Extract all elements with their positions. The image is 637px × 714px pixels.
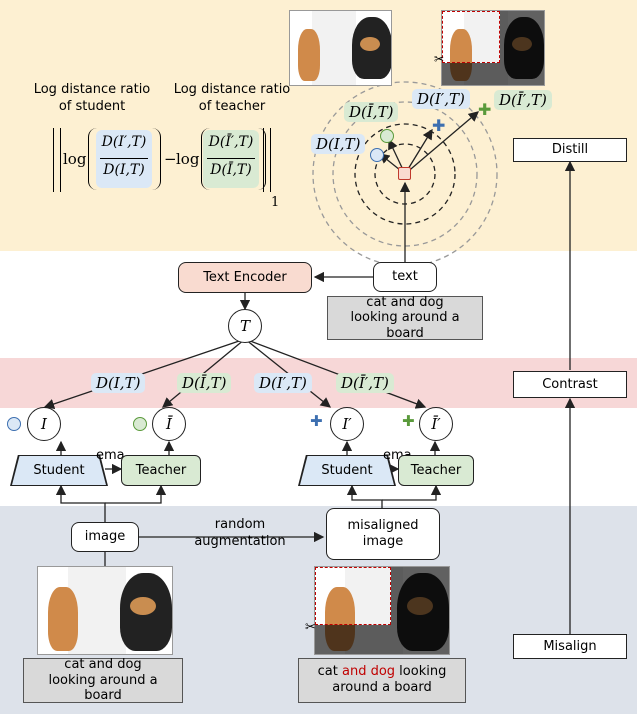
caption-right-prefix: cat [317, 664, 342, 679]
paren-right-2 [258, 128, 266, 190]
top-original-image [289, 10, 392, 86]
student-original-marker-icon [7, 417, 21, 431]
label-student-augmented: D(I′,T) [412, 89, 470, 109]
teacher-fraction-bar [207, 158, 255, 159]
image-box: image [71, 522, 139, 552]
dist-label-teacher-original: D(Ī,T) [177, 373, 232, 393]
misalign-stage: Misalign [513, 634, 627, 659]
label-teacher-original: D(Ī,T) [344, 102, 399, 122]
teacher-encoder-left: Teacher [121, 455, 201, 486]
teacher-original-point-icon [380, 129, 394, 143]
student-ratio-caption: Log distance ratio of student [33, 82, 151, 114]
teacher-ratio-caption: Log distance ratio of teacher [173, 82, 291, 114]
image-node-I-prime: I′ [330, 407, 364, 441]
norm-close-bar [263, 128, 271, 192]
bottom-misaligned-image [314, 566, 450, 655]
norm-open-bar [53, 128, 61, 192]
misaligned-image-box: misaligned image [326, 508, 440, 560]
paren-right-1 [152, 128, 161, 190]
teacher-denominator: D(Ī,T) [210, 162, 252, 178]
text-input-box: text [373, 262, 437, 292]
contrast-stage: Contrast [513, 371, 627, 398]
teacher-augmented-marker-icon: ✚ [402, 412, 415, 430]
distill-stage: Distill [513, 138, 627, 162]
teacher-encoder-right: Teacher [398, 455, 474, 486]
paren-left-1 [88, 128, 97, 190]
bottom-original-image [37, 566, 173, 655]
student-fraction-bar [100, 158, 148, 159]
text-caption-box: cat and dog looking around a board [327, 295, 483, 341]
ema-label-left: ema [96, 448, 125, 463]
image-node-I-bar-prime: Ī′ [419, 407, 453, 441]
augmentation-label: random augmentation [194, 517, 286, 549]
paren-left-2 [201, 128, 210, 190]
log-term-1: log [63, 150, 87, 168]
text-anchor-point-icon [398, 167, 411, 180]
norm-subscript: 1 [271, 195, 280, 210]
caption-right-suffix: looking around a board [332, 664, 447, 695]
image-node-I: I [27, 407, 61, 441]
minus-sign: − [164, 150, 177, 168]
student-denominator: D(I,T) [103, 162, 145, 178]
bottom-caption-left: cat and dog looking around a board [23, 657, 183, 703]
student-ratio-fraction [96, 130, 152, 188]
student-original-point-icon [370, 148, 384, 162]
student-augmented-marker-icon: ✚ [310, 412, 323, 430]
teacher-ratio-fraction [203, 130, 259, 188]
teacher-augmented-point-icon: ✚ [478, 100, 492, 119]
label-student-original: D(I,T) [311, 134, 366, 154]
bottom-scissors-icon: ✂ [305, 620, 316, 635]
top-misaligned-image [441, 10, 545, 86]
student-encoder-left-fill: Student [12, 456, 106, 485]
student-encoder-right-fill: Student [300, 456, 394, 485]
top-scissors-icon: ✂ [434, 52, 445, 66]
bottom-caption-right: cat and dog looking around a board [298, 658, 466, 703]
label-teacher-augmented: D(Ī′,T) [494, 90, 552, 110]
image-node-I-bar: Ī [152, 407, 186, 441]
teacher-numerator: D(Ī′,T) [208, 134, 254, 150]
dist-label-teacher-augmented: D(Ī′,T) [336, 373, 394, 393]
text-encoder-box: Text Encoder [178, 262, 312, 293]
teacher-original-marker-icon [133, 417, 147, 431]
log-term-2: log [176, 150, 200, 168]
student-numerator: D(I′,T) [101, 134, 147, 150]
caption-right-highlight: and dog [341, 664, 396, 679]
dist-label-student-original: D(I,T) [91, 373, 146, 393]
student-augmented-point-icon: ✚ [432, 116, 446, 135]
dist-label-student-augmented: D(I′,T) [254, 373, 312, 393]
text-embedding-node: T [228, 309, 262, 343]
